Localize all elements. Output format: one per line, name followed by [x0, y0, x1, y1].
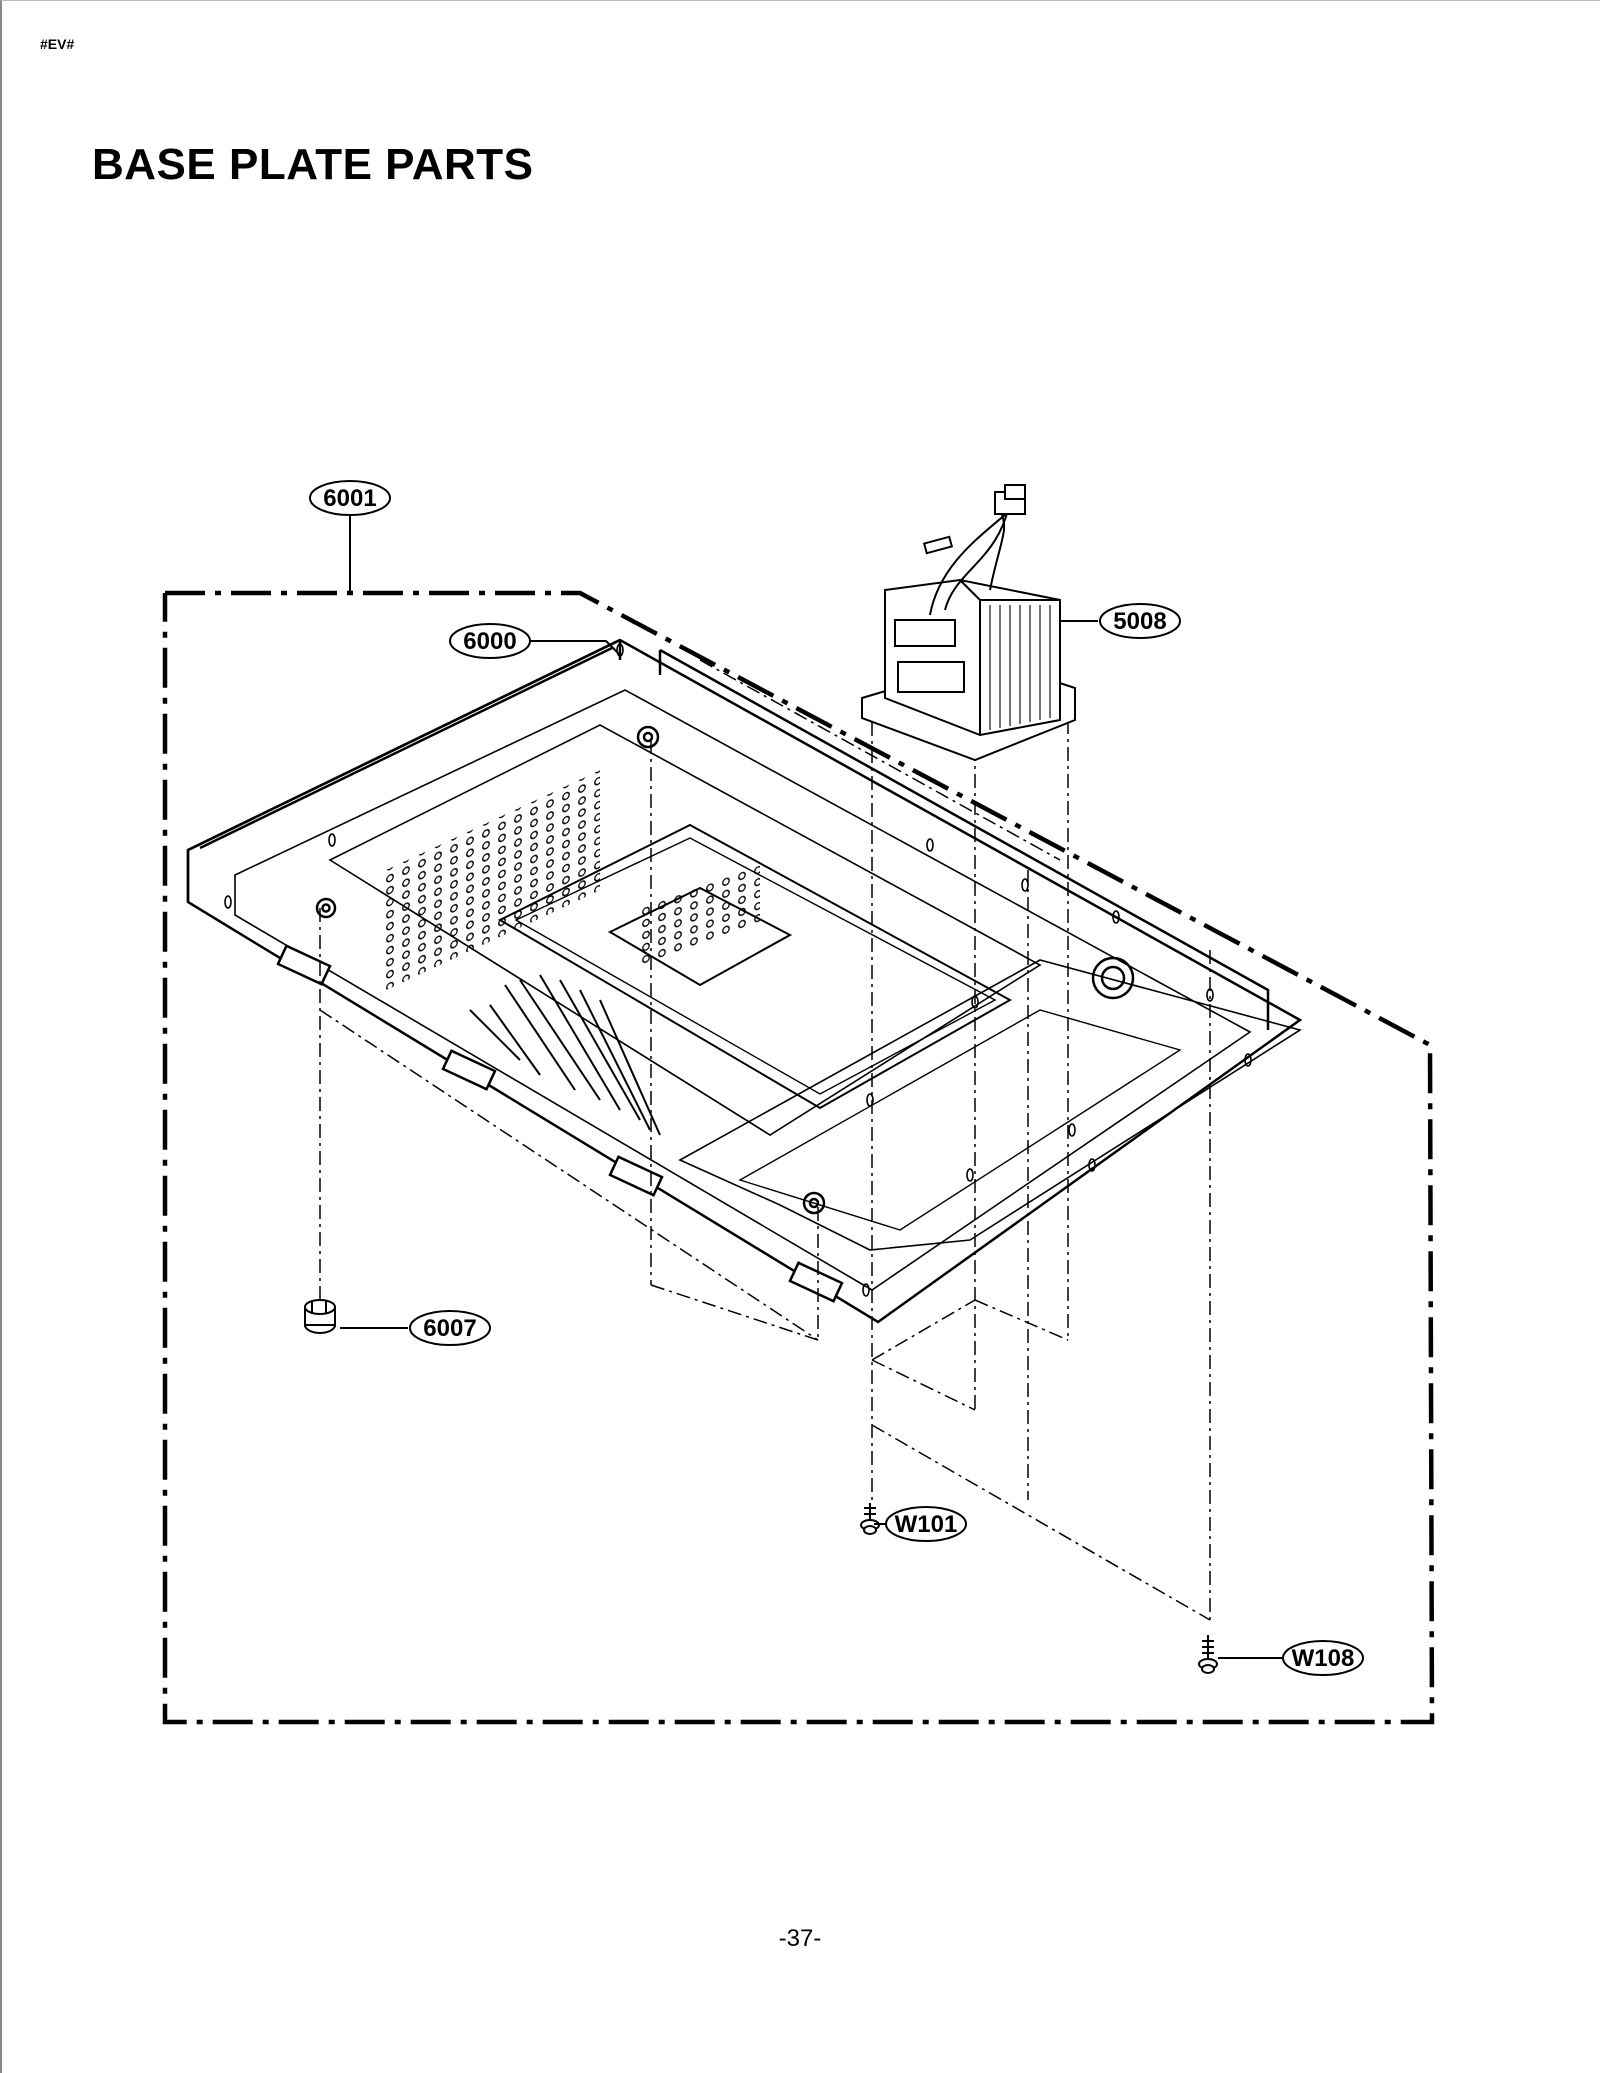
callout-label-5008: 5008 — [1113, 608, 1166, 635]
assembly-boundary-6001 — [162, 590, 1435, 1725]
callout-label-6000: 6000 — [463, 628, 516, 655]
base-plate-6000 — [186, 638, 1303, 1324]
callout-6007: 6007 — [409, 1310, 491, 1346]
callout-label-6007: 6007 — [423, 1315, 476, 1342]
callout-6001: 6001 — [309, 480, 391, 516]
document-code: #EV# — [40, 36, 75, 52]
rubber-foot-6007 — [304, 1299, 336, 1334]
callout-6000: 6000 — [449, 623, 531, 659]
callout-label-6001: 6001 — [323, 485, 376, 512]
screw-W101 — [860, 1503, 880, 1535]
callout-leaders — [340, 515, 1283, 1659]
callout-label-W101: W101 — [895, 1511, 958, 1538]
callout-W101: W101 — [885, 1506, 967, 1542]
page-title: BASE PLATE PARTS — [92, 140, 534, 189]
projection-lines — [319, 659, 1211, 1621]
page-number: -37- — [778, 1925, 822, 1952]
callout-5008: 5008 — [1099, 603, 1181, 639]
callout-label-W108: W108 — [1292, 1645, 1355, 1672]
screw-W108 — [1198, 1635, 1218, 1674]
callout-W108: W108 — [1282, 1640, 1364, 1676]
transformer-5008 — [861, 484, 1076, 762]
